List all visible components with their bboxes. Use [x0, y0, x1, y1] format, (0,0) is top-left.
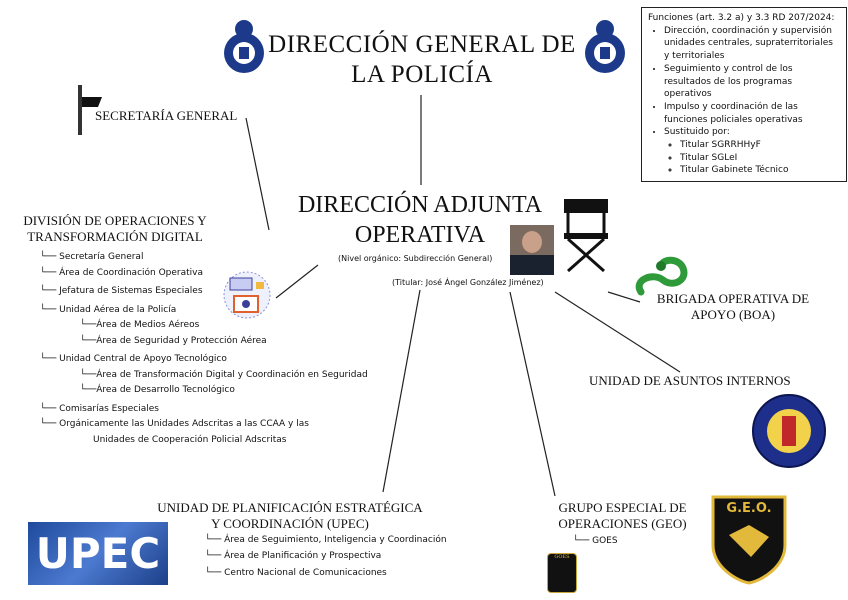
tree-item: └── Secretaría General — [40, 252, 144, 262]
secretaria-general-label: SECRETARÍA GENERAL — [95, 108, 238, 123]
tree-item: └──Área de Desarrollo Tecnológico — [80, 385, 235, 395]
uai-logo — [752, 394, 826, 468]
substitute-item: Titular SGRRHHyF — [680, 139, 840, 152]
function-item: Dirección, coordinación y supervisión un… — [664, 25, 840, 63]
geo-logo-text: G.E.O. — [726, 501, 772, 516]
holder-photo — [510, 225, 554, 275]
police-badge-left — [222, 15, 267, 77]
division-title-line-1: DIVISIÓN DE OPERACIONES Y — [23, 213, 207, 228]
boa-title: BRIGADA OPERATIVA DE APOYO (BOA) — [638, 291, 828, 323]
division-tree: └── Secretaría General └── Área de Coord… — [40, 250, 368, 448]
upec-title-line-1: UNIDAD DE PLANIFICACIÓN ESTRATÉGICA — [157, 500, 423, 515]
flag-icon — [76, 85, 104, 139]
title-line-1: DIRECCIÓN GENERAL DE — [268, 31, 576, 58]
goes-logo-text: GOES — [554, 554, 570, 560]
tree-item: └── Unidad Central de Apoyo Tecnológico — [40, 354, 227, 364]
digital-transformation-icon — [222, 270, 272, 320]
geo-tree: └── GOES — [573, 534, 618, 550]
tree-item: └── GOES — [573, 536, 618, 546]
geo-title-line-1: GRUPO ESPECIAL DE — [558, 500, 687, 515]
function-item: Seguimiento y control de los resultados … — [664, 63, 840, 101]
tree-item: └── Centro Nacional de Comunicaciones — [205, 568, 387, 578]
tree-item: └──Área de Medios Aéreos — [80, 320, 200, 330]
tree-item: └── Área de Coordinación Operativa — [40, 267, 204, 278]
center-holder: (Titular: José Ángel González Jiménez) — [392, 278, 544, 287]
uai-title: UNIDAD DE ASUNTOS INTERNOS — [589, 373, 791, 388]
tree-item: └──Área de Seguridad y Protección Aérea — [80, 335, 267, 346]
tree-item: Unidades de Cooperación Policial Adscrit… — [93, 434, 287, 445]
function-item: Sustituido por: — [664, 127, 730, 138]
upec-tree: └── Área de Seguimiento, Inteligencia y … — [205, 533, 447, 582]
functions-box: Funciones (art. 3.2 a) y 3.3 RD 207/2024… — [641, 7, 847, 183]
geo-title: GRUPO ESPECIAL DE OPERACIONES (GEO) — [545, 500, 700, 532]
substitute-item: Titular Gabinete Técnico — [680, 164, 840, 177]
center-title: DIRECCIÓN ADJUNTA OPERATIVA — [280, 190, 560, 250]
tree-item: └── Área de Planificación y Prospectiva — [205, 550, 382, 561]
police-badge-right — [583, 15, 628, 77]
substitute-item: Titular SGLeI — [680, 152, 840, 165]
page-title: DIRECCIÓN GENERAL DE LA POLICÍA — [262, 30, 582, 90]
upec-logo: UPEC — [28, 522, 168, 585]
tree-item: └── Orgánicamente las Unidades Adscritas… — [40, 419, 309, 429]
tree-item: └── Comisarías Especiales — [40, 403, 159, 414]
tree-item: └── Área de Seguimiento, Inteligencia y … — [205, 535, 447, 545]
snake-icon — [633, 250, 698, 304]
geo-title-line-2: OPERACIONES (GEO) — [558, 516, 687, 531]
functions-heading: Funciones (art. 3.2 a) y 3.3 RD 207/2024… — [648, 13, 835, 23]
center-title-line-2: OPERATIVA — [354, 222, 486, 248]
upec-title-line-2: Y COORDINACIÓN (UPEC) — [211, 516, 369, 531]
tree-item: └── Unidad Aérea de la Policía — [40, 304, 177, 315]
goes-logo: GOES — [547, 553, 577, 593]
boa-title-line-1: BRIGADA OPERATIVA DE — [656, 291, 810, 306]
geo-logo: G.E.O. — [711, 495, 787, 585]
center-level: (Nivel orgánico: Subdirección General) — [338, 254, 493, 263]
upec-logo-text: UPEC — [35, 529, 161, 578]
title-line-2: LA POLICÍA — [351, 61, 493, 88]
division-title: DIVISIÓN DE OPERACIONES Y TRANSFORMACIÓN… — [10, 213, 220, 245]
boa-title-line-2: APOYO (BOA) — [690, 307, 776, 322]
tree-item: └──Área de Transformación Digital y Coor… — [80, 369, 368, 380]
center-title-line-1: DIRECCIÓN ADJUNTA — [297, 192, 543, 218]
function-item: Impulso y coordinación de las funciones … — [664, 101, 840, 126]
upec-title: UNIDAD DE PLANIFICACIÓN ESTRATÉGICA Y CO… — [140, 500, 440, 532]
division-title-line-2: TRANSFORMACIÓN DIGITAL — [27, 229, 203, 244]
director-chair-icon — [560, 195, 612, 277]
tree-item: └── Jefatura de Sistemas Especiales — [40, 286, 203, 296]
